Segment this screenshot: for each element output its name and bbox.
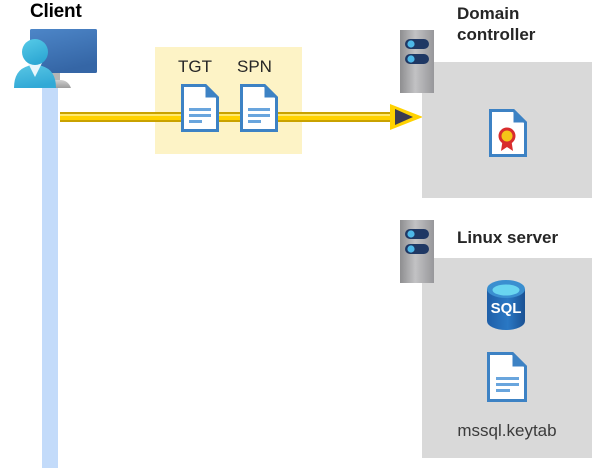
sql-database-icon: SQL: [482, 279, 530, 331]
client-lifeline: [42, 72, 58, 468]
domain-controller-server-tower-icon: [400, 30, 434, 93]
keytab-document-icon: [487, 352, 527, 402]
domain-controller-label: Domain controller: [457, 3, 597, 45]
user-computer-icon: [6, 26, 102, 98]
client-label: Client: [30, 1, 82, 22]
linux-server-tower-icon: [400, 220, 434, 283]
linux-server-label: Linux server: [457, 228, 559, 247]
certificate-document-icon: [489, 109, 527, 157]
tgt-label: TGT: [178, 57, 212, 76]
domain-controller-label-line1: Domain: [457, 4, 520, 23]
client-to-domain-controller-arrow: [60, 104, 423, 130]
spn-label: SPN: [237, 57, 272, 76]
sql-wordmark: SQL: [491, 300, 522, 317]
domain-controller-label-line2: controller: [457, 25, 536, 44]
tgt-document-icon: [181, 84, 219, 132]
keytab-filename-label: mssql.keytab: [457, 421, 557, 440]
spn-document-icon: [240, 84, 278, 132]
